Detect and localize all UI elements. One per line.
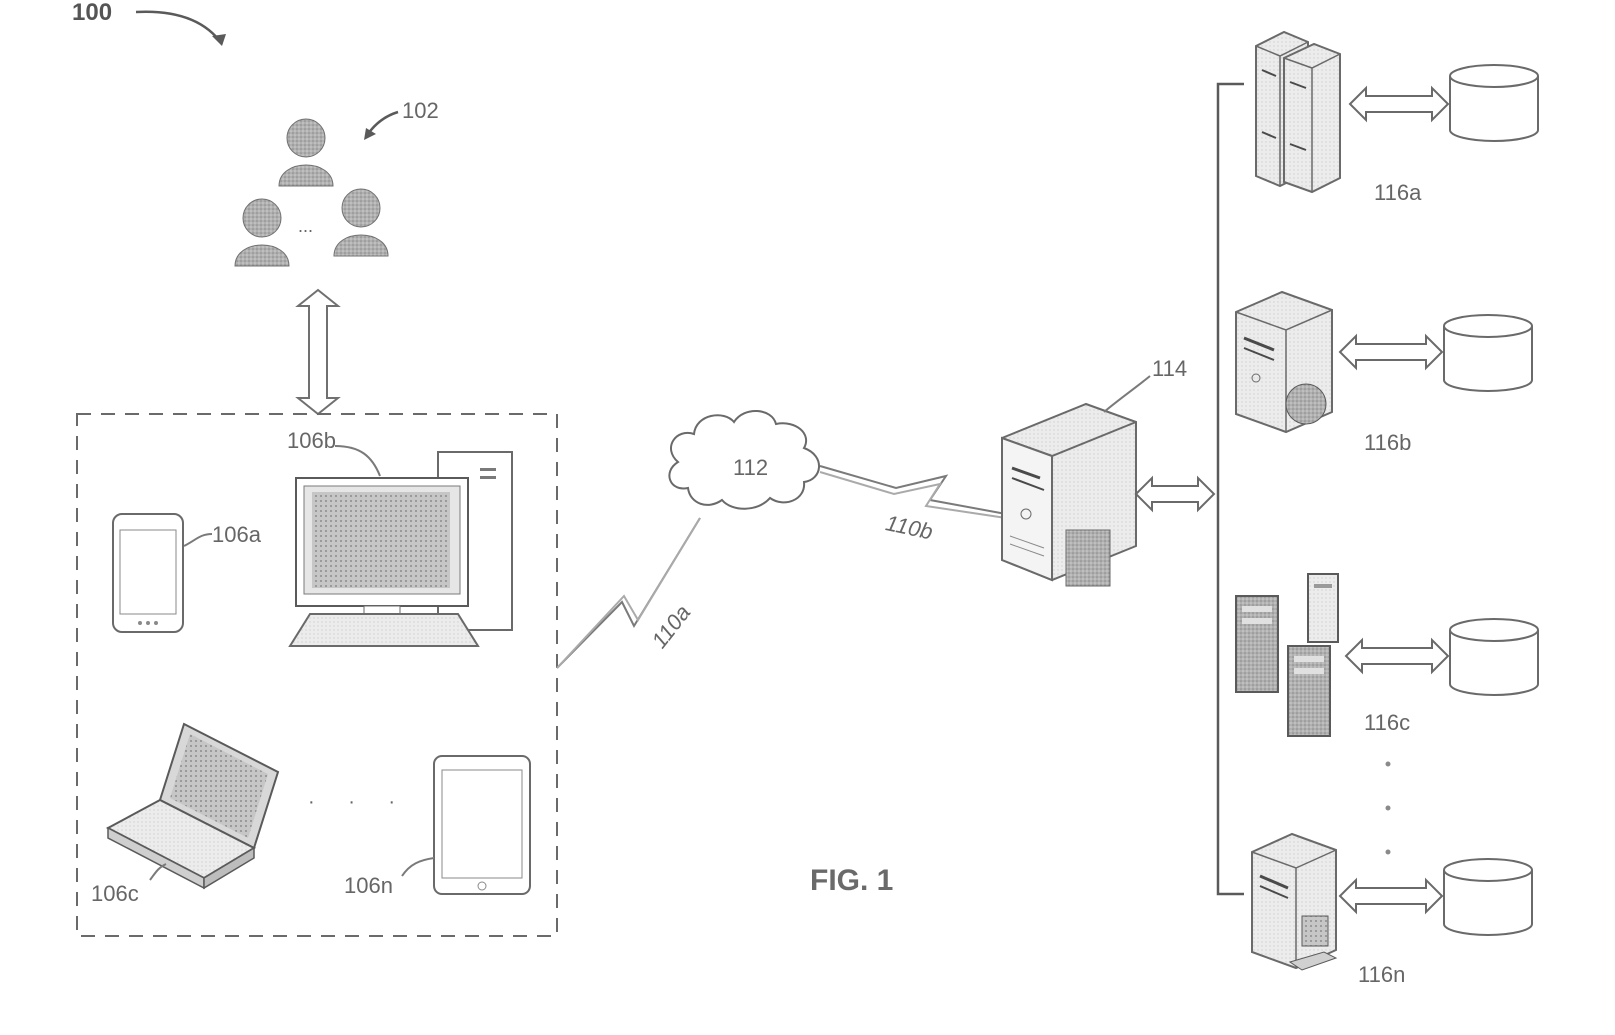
user-icon [235, 199, 289, 266]
desktop-ref-label: 106b [287, 428, 336, 453]
rack-servers-icon [1236, 574, 1338, 736]
users-group: 102 ... [235, 98, 439, 266]
db-double-arrow [1350, 88, 1448, 120]
db-double-arrow [1340, 336, 1442, 368]
server-ref-label: 114 [1152, 356, 1187, 381]
link-b-ref-label: 110b [883, 510, 934, 544]
users-ref-label: 102 [402, 98, 439, 123]
database-icon [1450, 65, 1538, 141]
wireless-link-110b [820, 466, 1006, 518]
tablet-ref-label: 106n [344, 873, 393, 898]
db-double-arrow [1346, 640, 1448, 672]
user-icon [279, 119, 333, 186]
phone-ref-label: 106a [212, 522, 262, 547]
laptop-ref-label: 106c [91, 881, 139, 906]
data-source-a-label: 116a [1374, 180, 1422, 205]
server-tower-icon [1236, 292, 1332, 432]
desktop-computer-icon [290, 452, 512, 646]
vertical-ellipsis [1386, 762, 1391, 855]
devices-ellipsis: · · · [308, 791, 409, 813]
data-source-b-label: 116b [1364, 430, 1411, 455]
network-ref-label: 112 [733, 455, 768, 480]
server-bus-double-arrow [1136, 478, 1214, 510]
users-ellipsis: ... [298, 216, 313, 236]
user-icon [334, 189, 388, 256]
figure-caption: FIG. 1 [810, 864, 893, 897]
data-source-n-label: 116n [1358, 962, 1405, 987]
database-icon [1444, 859, 1532, 935]
data-bus-line [1218, 84, 1244, 894]
central-server-icon [1002, 404, 1136, 586]
link-a-ref-label: 110a [647, 600, 696, 653]
server-cluster-icon [1256, 32, 1340, 192]
smartphone-icon [113, 514, 183, 632]
tablet-icon [434, 756, 530, 894]
db-double-arrow [1340, 880, 1442, 912]
laptop-icon [108, 724, 278, 888]
database-icon [1444, 315, 1532, 391]
system-ref-label: 100 [72, 0, 112, 26]
system-reference: 100 [72, 0, 226, 46]
database-icon [1450, 619, 1538, 695]
wireless-link-110a [557, 518, 700, 668]
data-source-c-label: 116c [1364, 710, 1410, 735]
server-workstation-icon [1252, 834, 1336, 970]
users-devices-double-arrow [298, 290, 338, 414]
